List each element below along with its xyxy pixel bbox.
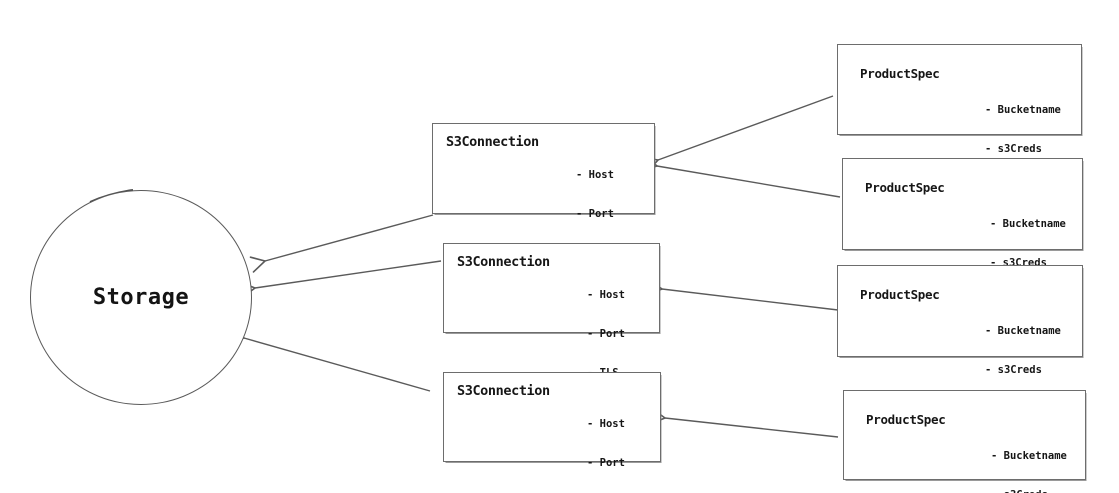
storage-label: Storage xyxy=(92,285,190,310)
attribute-host: - Host xyxy=(576,169,614,181)
attribute-bucketname: - Bucketname xyxy=(985,325,1061,337)
product-spec-attributes: - Bucketname - s3Creds xyxy=(985,78,1061,182)
arrow-productspec3-to-s3connection2 xyxy=(646,279,839,311)
s3-connection-title: S3Connection xyxy=(457,383,550,399)
attribute-s3creds: - s3Creds xyxy=(985,364,1042,376)
s3-connection-title: S3Connection xyxy=(457,254,550,270)
product-spec-node-4: ProductSpec - Bucketname - s3Creds xyxy=(843,390,1086,493)
product-spec-node-2: ProductSpec - Bucketname - s3Creds xyxy=(842,158,1083,269)
s3-connection-node-1: S3Connection - Host - Port - TLS xyxy=(432,123,655,259)
s3-connection-node-3: S3Connection - Host - Port - TLS xyxy=(443,372,661,469)
product-spec-title: ProductSpec xyxy=(860,287,940,302)
product-spec-attributes: - Bucketname - s3Creds xyxy=(991,424,1067,493)
s3-connection-attributes: - Host - Port - TLS xyxy=(587,392,625,493)
attribute-s3creds: - s3Creds xyxy=(985,143,1042,155)
product-spec-title: ProductSpec xyxy=(865,180,945,195)
arrow-productspec4-to-s3connection3 xyxy=(649,408,839,438)
attribute-host: - Host xyxy=(587,289,625,301)
product-spec-node-1: ProductSpec - Bucketname - s3Creds xyxy=(837,44,1082,155)
attribute-port: - Port xyxy=(587,457,625,469)
storage-node: Storage xyxy=(30,190,252,405)
arrow-s3connection2-to-storage xyxy=(240,260,442,299)
attribute-port: - Port xyxy=(587,328,625,340)
attribute-s3creds: - s3Creds xyxy=(991,489,1067,493)
product-spec-node-3: ProductSpec - Bucketname - s3Creds xyxy=(837,265,1083,376)
arrow-productspec1-to-s3connection1 xyxy=(642,95,834,173)
attribute-bucketname: - Bucketname xyxy=(991,450,1067,462)
arrow-productspec2-to-s3connection1 xyxy=(641,155,841,198)
s3-connection-node-2: S3Connection - Host - Port - TLS xyxy=(443,243,660,379)
arrow-s3connection3-to-storage xyxy=(227,326,431,392)
s3-connection-title: S3Connection xyxy=(446,134,539,150)
attribute-bucketname: - Bucketname xyxy=(985,104,1061,116)
attribute-port: - Port xyxy=(576,208,614,220)
product-spec-title: ProductSpec xyxy=(860,66,940,81)
product-spec-attributes: - Bucketname - s3Creds xyxy=(990,192,1066,296)
attribute-host: - Host xyxy=(587,418,625,430)
product-spec-attributes: - Bucketname - s3Creds xyxy=(985,299,1061,403)
product-spec-title: ProductSpec xyxy=(866,412,946,427)
arrow-s3connection1-to-storage xyxy=(249,214,434,273)
attribute-bucketname: - Bucketname xyxy=(990,218,1066,230)
